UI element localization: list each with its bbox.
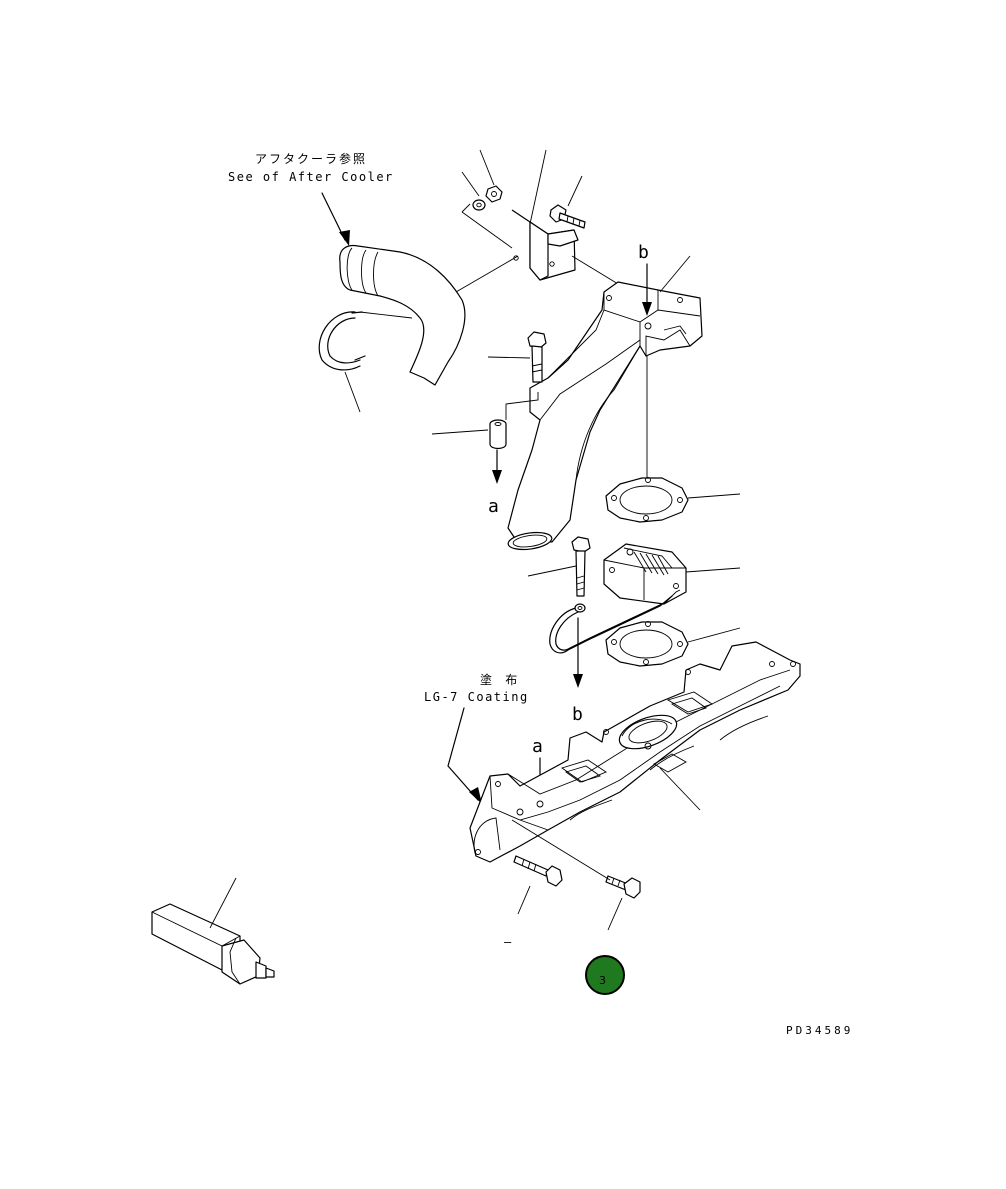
intake-manifold[interactable] [469,641,801,863]
heater-cable[interactable] [549,595,673,654]
leader-bolt-left [517,885,531,915]
ref-b-mid: b [572,704,583,725]
gasket-lower[interactable] [605,621,689,667]
ref-a-arrow-left [492,449,502,484]
leader-gasket-upper [687,493,741,499]
leader-nut [479,149,495,186]
coating-arrow [447,707,482,804]
coating-label-jp: 塗 布 [480,672,520,687]
mounting-bracket[interactable] [455,209,629,293]
after-cooler-arrow [321,192,350,246]
after-cooler-label-en: See of After Cooler [228,170,394,184]
ref-a-left: a [488,496,499,517]
leader-washer-line [461,211,513,249]
leader-connector-bolt [487,356,531,359]
leader-bracket [529,149,547,225]
leader-manifold [659,767,701,811]
callout-number: 3 [599,974,606,987]
leader-bolt-right [607,897,623,931]
leader-gasket-lower [687,627,741,643]
leader-washer [461,171,480,197]
ref-b-arrow-top [642,263,652,316]
leader-heater-bolt [527,565,577,577]
ref-a-mid: a [532,736,543,757]
coating-label-en: LG-7 Coating [424,690,529,704]
washer[interactable] [472,199,486,211]
leader-spacer [431,429,489,435]
ref-b-arrow-mid [573,617,583,688]
callout-3[interactable]: 3 [585,955,625,995]
spacer-collar[interactable] [489,419,507,450]
leader-heater [685,567,741,573]
manifold-bolt-right[interactable] [605,875,641,899]
after-cooler-hose[interactable] [339,244,466,386]
nut[interactable] [485,185,503,203]
air-heater[interactable] [603,543,687,605]
heater-bolt[interactable] [571,536,591,597]
after-cooler-label-jp: アフタクーラ参照 [255,151,367,166]
leader-bracket-bolt [567,175,583,207]
leader-sealant [209,877,237,929]
bracket-bolt[interactable] [549,204,586,229]
leader-connector [659,255,691,293]
intake-connector-pipe[interactable] [507,281,703,552]
figure-code: PD34589 [786,1024,853,1037]
alignment-line-bolt [511,819,611,881]
connector-bolt[interactable] [527,331,547,383]
leader-u-bolt [344,371,361,413]
dash-mark: – [504,935,512,949]
u-bolt-clamp[interactable] [318,311,413,371]
manifold-bolt-left[interactable] [513,855,563,887]
ref-b-top: b [638,242,649,263]
gasket-upper[interactable] [605,477,689,523]
sealant-tube[interactable] [151,903,275,985]
